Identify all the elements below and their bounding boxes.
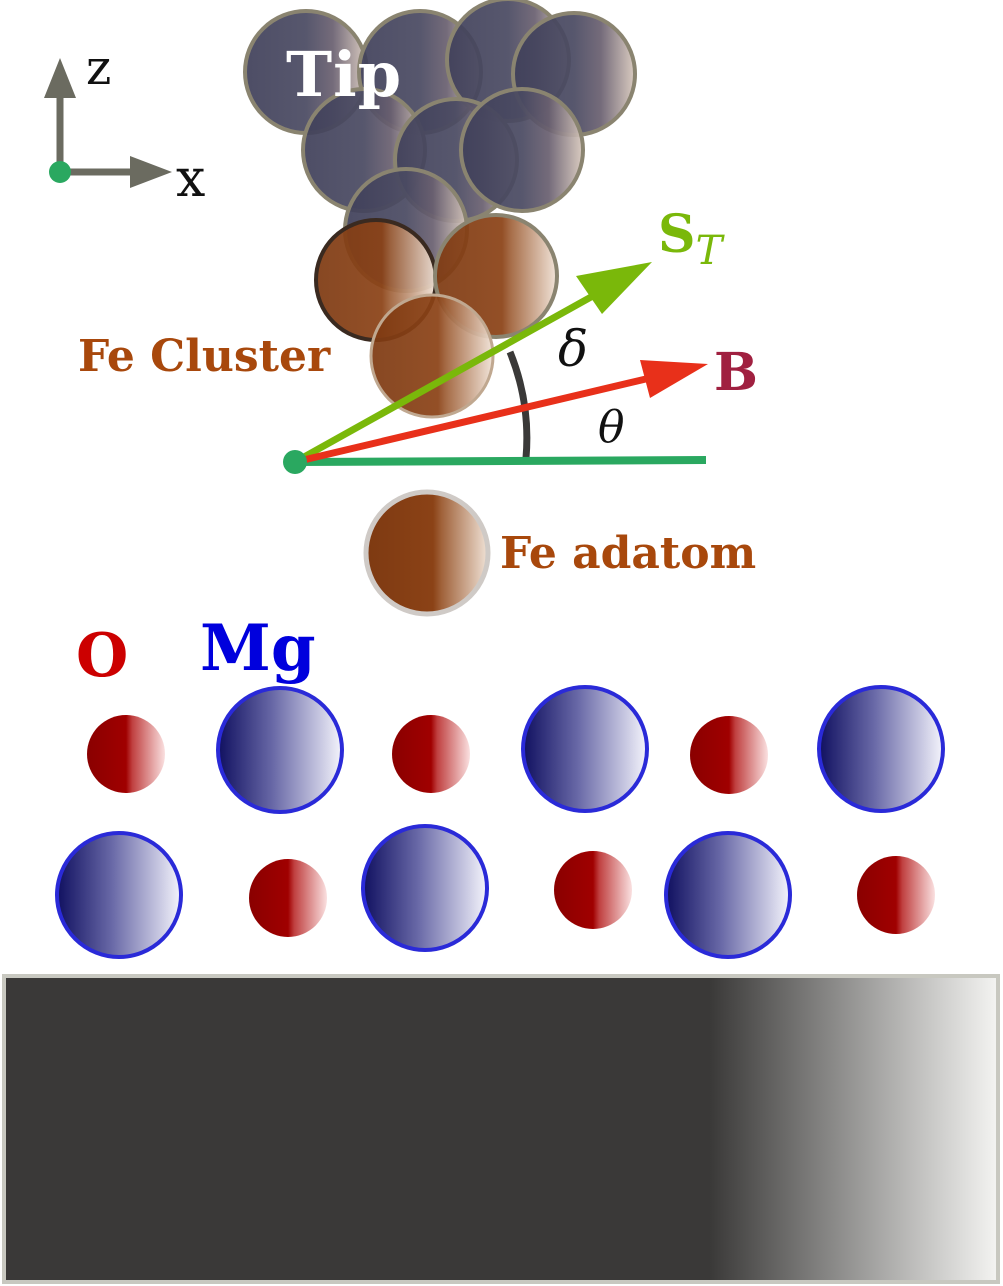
fe-cluster-label: Fe Cluster xyxy=(78,331,331,382)
magnesium-label: Mg xyxy=(200,611,316,686)
fe-adatom xyxy=(363,489,491,617)
mgo-bottom-row xyxy=(55,824,935,959)
oxygen-label: O xyxy=(76,621,128,691)
magnesium-atom xyxy=(55,831,183,959)
oxygen-atom xyxy=(554,851,632,929)
tip-label: Tip xyxy=(286,38,402,111)
substrate-block xyxy=(2,974,1000,1284)
reference-line xyxy=(294,456,707,466)
spin-vector-arrowhead xyxy=(576,262,652,314)
mgo-top-row xyxy=(87,685,945,814)
oxygen-atom xyxy=(857,856,935,934)
field-vector-shaft xyxy=(294,374,651,466)
z-axis-label: z xyxy=(86,40,111,96)
spin-vector-label: ST xyxy=(658,204,726,274)
spin-vector-label-sub: T xyxy=(696,228,726,274)
tip-atom xyxy=(459,87,585,213)
magnesium-atom xyxy=(216,686,344,814)
angle-delta-label: δ xyxy=(558,320,588,378)
field-vector-arrowhead xyxy=(640,360,708,398)
magnesium-atom xyxy=(361,824,489,952)
magnesium-atom xyxy=(521,685,649,813)
field-vector xyxy=(294,360,708,466)
fe-adatom-label: Fe adatom xyxy=(500,528,756,579)
x-axis-label: x xyxy=(176,149,205,209)
field-vector-label: B xyxy=(714,342,758,403)
oxygen-atom xyxy=(392,715,470,793)
vector-origin-dot xyxy=(283,450,307,474)
angle-delta-arc xyxy=(506,350,531,459)
spin-vector xyxy=(293,262,652,466)
angle-theta-label: θ xyxy=(598,402,625,453)
oxygen-atom xyxy=(690,716,768,794)
fe-cluster-atom xyxy=(369,293,495,419)
axes-origin-dot xyxy=(49,161,71,183)
coordinate-axes: z x xyxy=(44,40,205,209)
oxygen-atom xyxy=(249,859,327,937)
magnesium-atom xyxy=(664,831,792,959)
spin-vector-label-main: S xyxy=(658,204,696,265)
magnesium-atom xyxy=(817,685,945,813)
oxygen-atom xyxy=(87,715,165,793)
fe-cluster-atoms xyxy=(314,213,559,419)
x-axis-arrowhead xyxy=(130,156,172,188)
spin-vector-shaft xyxy=(293,288,602,466)
z-axis-arrowhead xyxy=(44,58,76,98)
